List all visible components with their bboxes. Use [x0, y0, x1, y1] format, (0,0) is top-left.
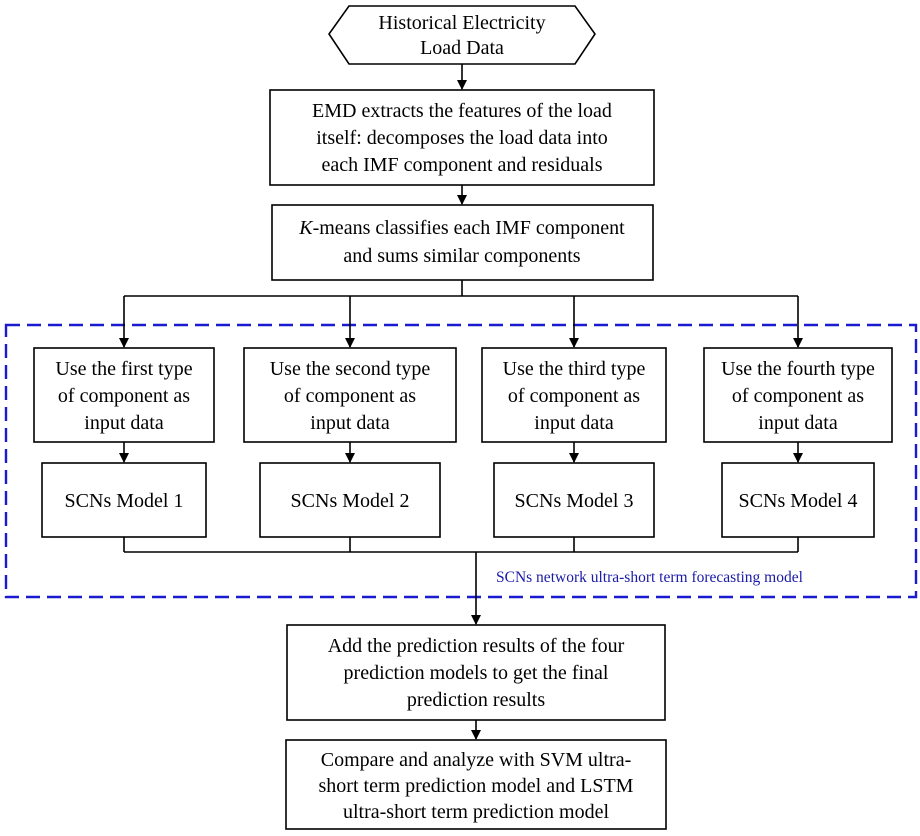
input-box-1: Use the first type of component as input… — [33, 347, 215, 443]
emd-line-3: each IMF component and residuals — [321, 154, 602, 176]
input-4-line-1: Use the fourth type — [721, 358, 875, 380]
input-2-line-3: input data — [310, 412, 390, 434]
kmeans-line-1: K-means classifies each IMF component — [298, 217, 625, 239]
emd-step-box: EMD extracts the features of the load it… — [269, 89, 655, 186]
scn-group-border — [4, 323, 918, 599]
model-box-3: SCNs Model 3 — [493, 462, 655, 538]
model-3-label: SCNs Model 3 — [515, 490, 634, 512]
start-node: Historical Electricity Load Data — [328, 5, 596, 65]
kmeans-step-box: K-means classifies each IMF component an… — [271, 204, 654, 281]
kmeans-line-1-rest: -means classifies each IMF component — [313, 217, 626, 239]
start-line-1: Historical Electricity — [378, 12, 545, 34]
input-1-line-3: input data — [84, 412, 164, 434]
sum-step-box: Add the prediction results of the four p… — [286, 624, 666, 721]
input-4-line-2: of component as — [732, 385, 864, 407]
input-box-4: Use the fourth type of component as inpu… — [703, 347, 893, 443]
model-box-4: SCNs Model 4 — [721, 462, 875, 538]
input-1-line-2: of component as — [58, 385, 190, 407]
input-box-2: Use the second type of component as inpu… — [243, 347, 457, 443]
compare-step-box: Compare and analyze with SVM ultra- shor… — [285, 739, 667, 830]
model-box-2: SCNs Model 2 — [259, 462, 441, 538]
input-3-line-1: Use the third type — [503, 358, 646, 380]
sum-line-1: Add the prediction results of the four — [328, 635, 625, 657]
kmeans-k-italic: K — [298, 217, 314, 239]
compare-line-1: Compare and analyze with SVM ultra- — [321, 749, 631, 771]
emd-line-2: itself: decomposes the load data into — [316, 127, 608, 149]
input-3-line-2: of component as — [508, 385, 640, 407]
scn-group-label: SCNs network ultra-short term forecastin… — [496, 569, 803, 586]
model-1-label: SCNs Model 1 — [65, 490, 184, 512]
model-box-1: SCNs Model 1 — [41, 462, 207, 538]
emd-line-1: EMD extracts the features of the load — [312, 100, 612, 122]
input-box-3: Use the third type of component as input… — [481, 347, 667, 443]
model-4-label: SCNs Model 4 — [739, 490, 858, 512]
input-1-line-1: Use the first type — [55, 358, 192, 380]
input-3-line-3: input data — [534, 412, 614, 434]
kmeans-line-2: and sums similar components — [343, 245, 580, 267]
sum-line-3: prediction results — [407, 689, 546, 711]
sum-line-2: prediction models to get the final — [344, 662, 609, 684]
compare-line-3: ultra-short term prediction model — [343, 801, 609, 823]
start-line-2: Load Data — [420, 37, 504, 59]
input-2-line-1: Use the second type — [270, 358, 431, 380]
model-2-label: SCNs Model 2 — [291, 490, 410, 512]
compare-line-2: short term prediction model and LSTM — [319, 775, 634, 797]
input-4-line-3: input data — [758, 412, 838, 434]
input-2-line-2: of component as — [284, 385, 416, 407]
